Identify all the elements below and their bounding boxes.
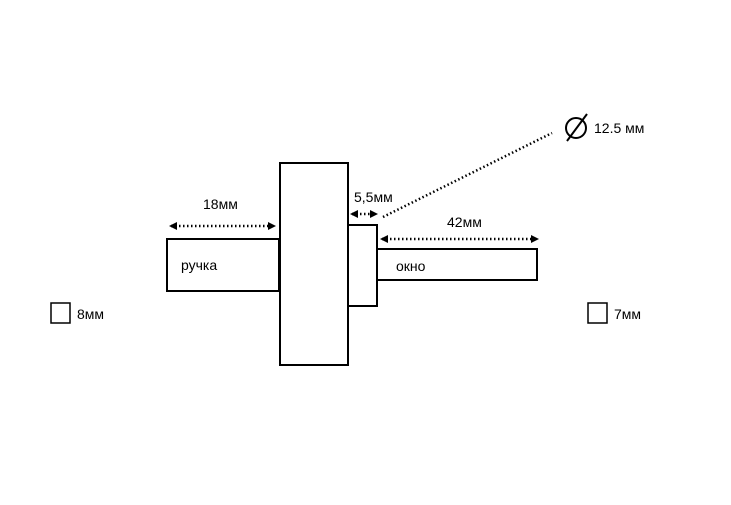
handle-length-label: 18мм [203, 196, 238, 212]
window-rect [376, 248, 538, 281]
diameter-symbol-icon [565, 113, 588, 142]
right-square-label: 7мм [614, 306, 641, 322]
window-label: окно [396, 258, 426, 274]
collar-block [347, 224, 378, 307]
handle-label: ручка [181, 257, 217, 273]
window-length-label: 42мм [447, 214, 482, 230]
diameter-label: 12.5 мм [594, 120, 644, 136]
left-square-label: 8мм [77, 306, 104, 322]
central-block [279, 162, 349, 366]
right-square-icon [587, 302, 608, 324]
diameter-leader-line [382, 131, 553, 219]
gap-label: 5,5мм [354, 189, 393, 205]
left-square-icon [50, 302, 71, 324]
